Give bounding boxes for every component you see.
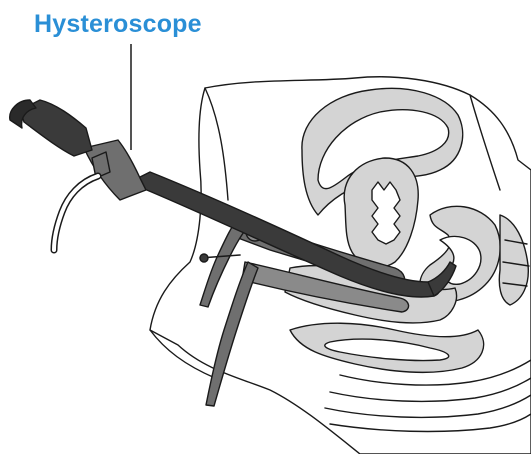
speculum-screw-knob <box>200 254 208 262</box>
hysteroscope-light-cable-core <box>54 176 98 250</box>
uterine-cavity <box>372 182 400 244</box>
hysteroscope-body <box>84 140 146 200</box>
